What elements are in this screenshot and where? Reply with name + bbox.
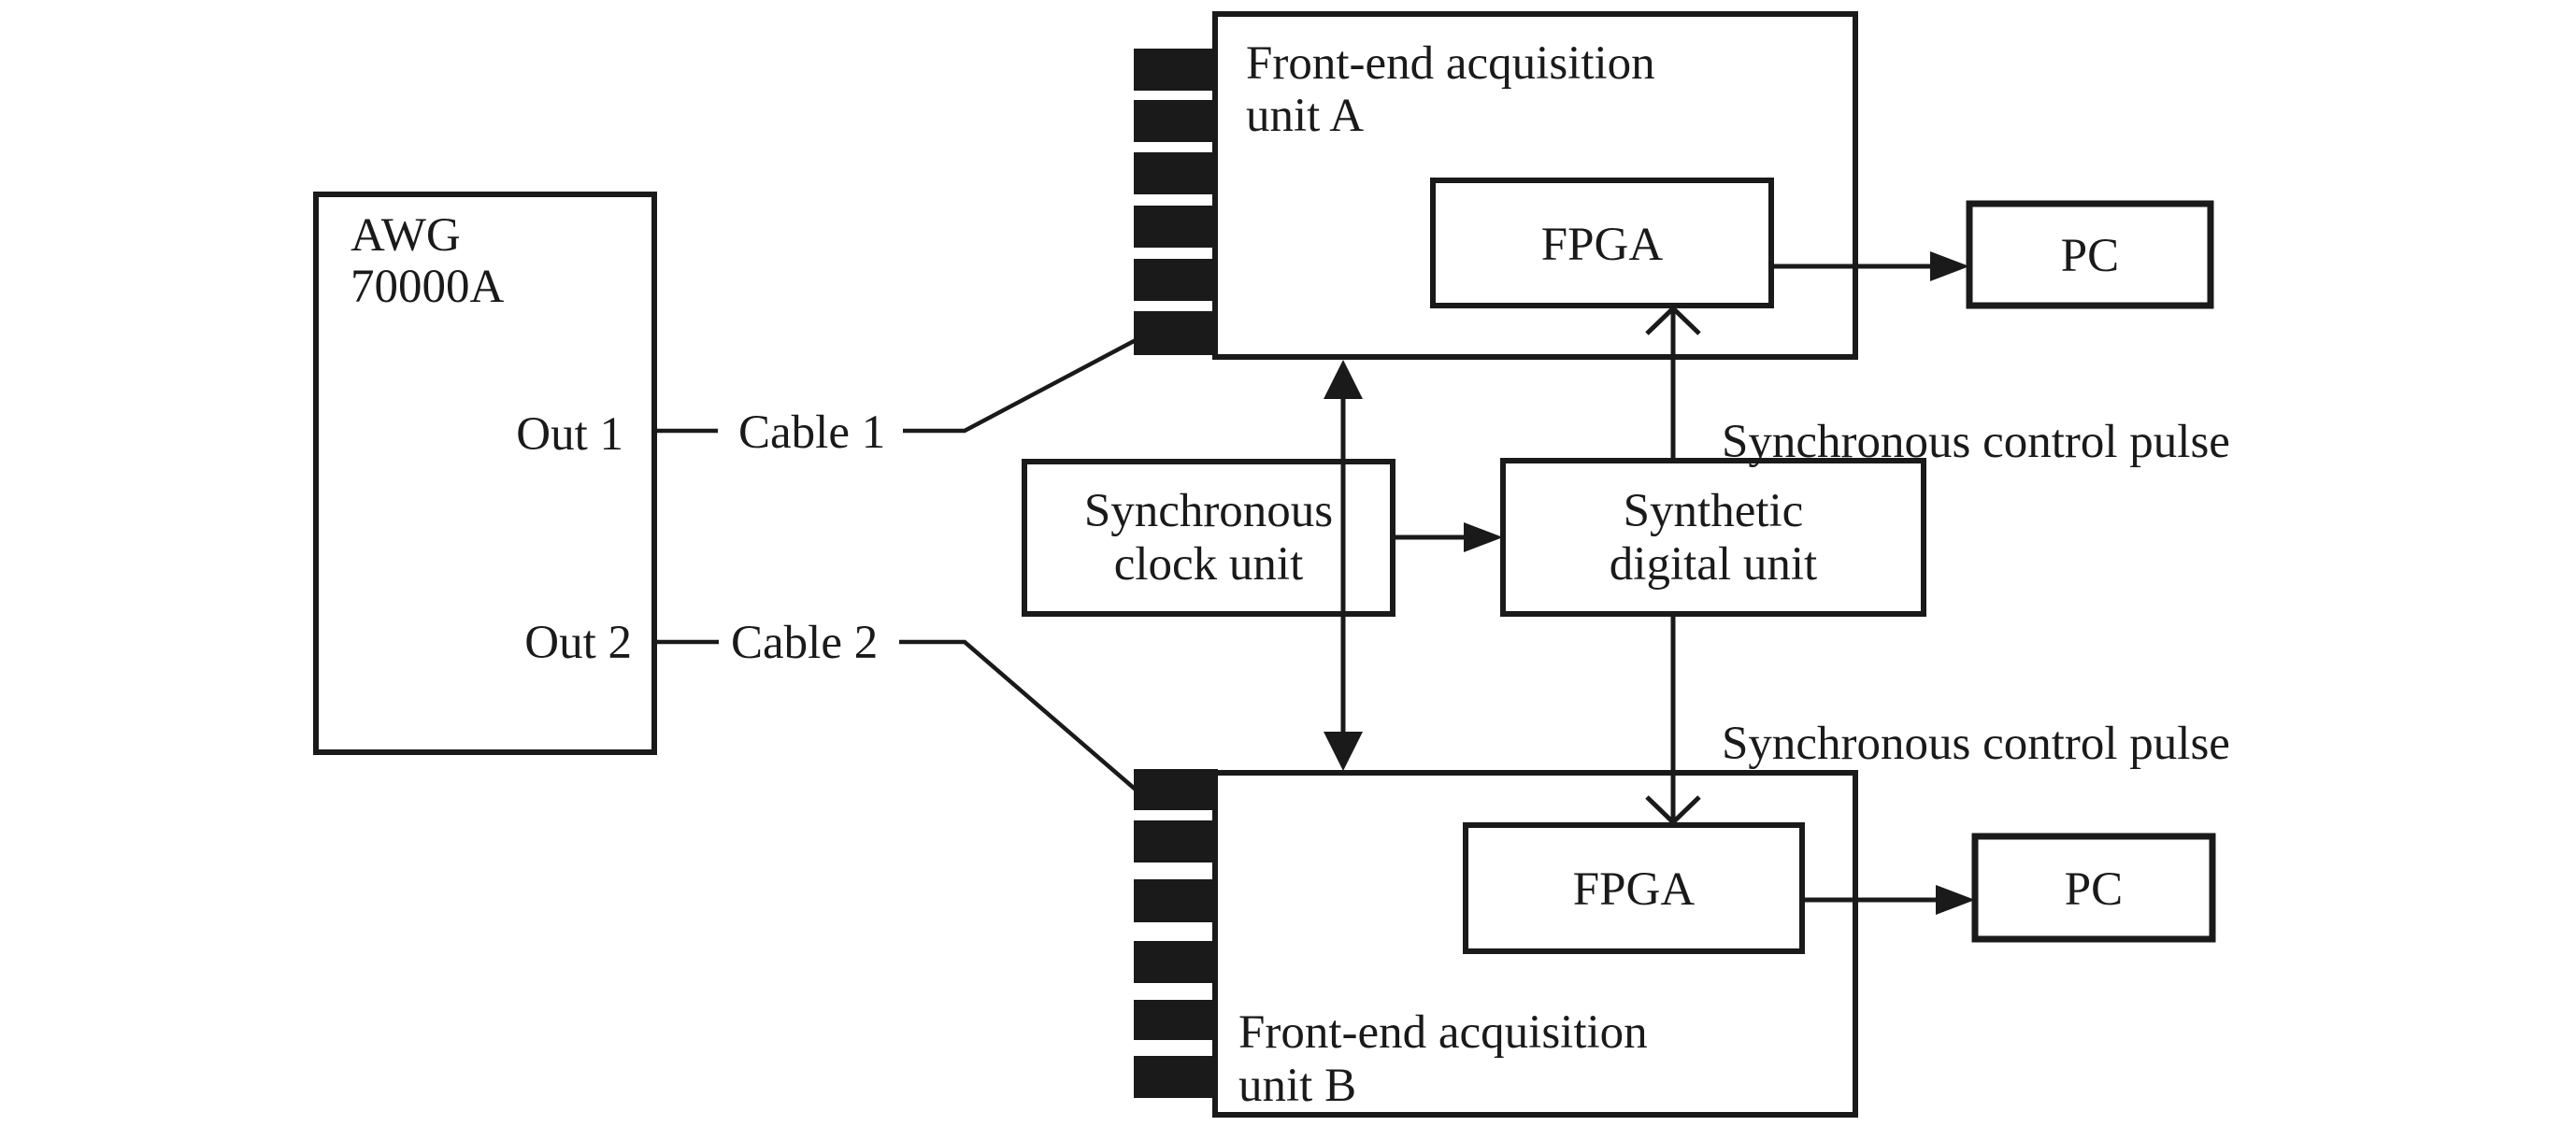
synthetic-unit-label-line2: digital unit — [1610, 538, 1817, 591]
cable1-link — [654, 338, 1138, 434]
pc-a-label: PC — [2061, 230, 2119, 282]
comb-tooth — [1134, 100, 1218, 142]
comb-tooth — [1134, 1056, 1218, 1098]
comb-tooth — [1134, 49, 1218, 91]
arrow-synthetic-to-fpga-a — [1645, 305, 1701, 461]
arrow-clock-to-synthetic — [1393, 522, 1503, 552]
cable2-label: Cable 2 — [731, 617, 878, 669]
awg-box — [313, 192, 657, 755]
fpga-a-box — [1430, 178, 1774, 308]
sync-control-pulse-top-label: Synchronous control pulse — [1722, 416, 2230, 468]
sync-control-pulse-bottom-label: Synchronous control pulse — [1722, 718, 2230, 770]
arrow-clock-to-units — [1324, 360, 1363, 771]
comb-tooth — [1134, 152, 1218, 194]
arrow-synthetic-to-fpga-b — [1645, 614, 1701, 826]
awg-name-line2: 70000A — [351, 261, 505, 313]
connector-comb-a — [1134, 49, 1218, 355]
cable1-label: Cable 1 — [738, 406, 885, 459]
comb-tooth — [1134, 941, 1218, 983]
synthetic-unit-box — [1500, 458, 1926, 617]
unit-a-title-line1: Front-end acquisition — [1246, 37, 1655, 90]
awg-name-line1: AWG — [351, 209, 461, 262]
comb-tooth — [1134, 206, 1218, 248]
clock-unit-label-line2: clock unit — [1114, 538, 1304, 591]
comb-tooth — [1134, 820, 1218, 862]
fpga-b-box — [1463, 822, 1805, 954]
comb-tooth — [1134, 769, 1218, 810]
cable2-link — [654, 639, 1138, 791]
synthetic-unit-label-line1: Synthetic — [1624, 485, 1804, 537]
unit-a-title-line2: unit A — [1246, 90, 1364, 142]
unit-b-title-line2: unit B — [1238, 1060, 1356, 1112]
comb-tooth — [1134, 1000, 1218, 1040]
pc-b-box — [1971, 833, 2216, 943]
comb-tooth — [1134, 311, 1218, 355]
fpga-b-label: FPGA — [1573, 863, 1696, 916]
unit-b-title-line1: Front-end acquisition — [1238, 1006, 1648, 1059]
connector-comb-b — [1134, 769, 1218, 1098]
arrow-fpga-a-to-pc-a — [1771, 251, 1969, 281]
comb-tooth — [1134, 879, 1218, 922]
comb-tooth — [1134, 259, 1218, 301]
arrow-fpga-b-to-pc-b — [1802, 885, 1975, 915]
clock-unit-label-line1: Synchronous — [1084, 485, 1333, 537]
fpga-a-label: FPGA — [1541, 219, 1664, 271]
awg-out2-label: Out 2 — [524, 617, 632, 669]
pc-b-label: PC — [2065, 863, 2123, 916]
pc-a-box — [1966, 200, 2214, 309]
awg-out1-label: Out 1 — [516, 408, 623, 461]
